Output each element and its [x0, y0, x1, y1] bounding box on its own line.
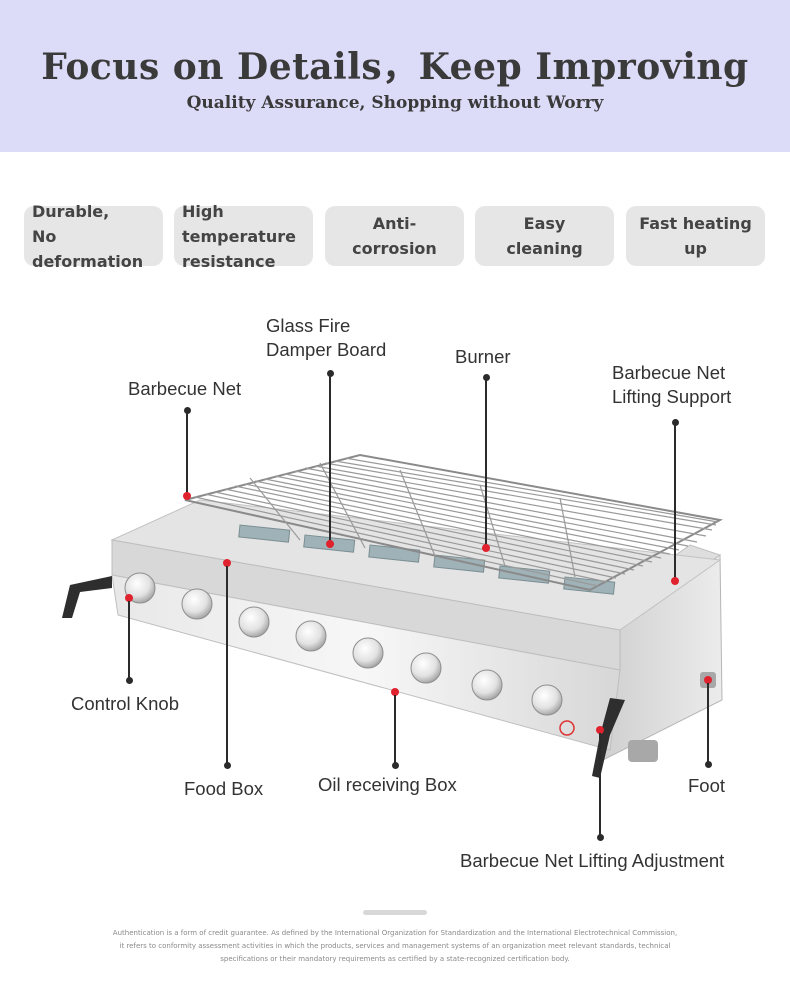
marker-point [482, 544, 490, 552]
marker-point [671, 577, 679, 585]
feature-durable: Durable,No deformation [24, 202, 163, 271]
marker-bottom [392, 762, 399, 769]
page-title: Focus on Details，Keep Improving [41, 46, 749, 88]
leader-line [186, 411, 188, 495]
footer-disclaimer: Authentication is a form of credit guara… [112, 929, 678, 963]
marker-bottom [224, 762, 231, 769]
feature-fast-heating: Fast heating up [626, 206, 765, 266]
leader-line [707, 683, 709, 763]
leader-line [599, 733, 601, 837]
marker-top [327, 370, 334, 377]
marker-top [483, 374, 490, 381]
label-glass-fire-damper: Glass Fire Damper Board [266, 315, 387, 360]
page-subtitle: Quality Assurance, Shopping without Worr… [186, 93, 604, 113]
label-barbecue-net: Barbecue Net [128, 378, 242, 399]
label-foot: Foot [688, 775, 726, 796]
label-lifting-adjustment: Barbecue Net Lifting Adjustment [460, 850, 725, 871]
leader-line [128, 601, 130, 679]
header-banner [0, 0, 790, 152]
leader-line [226, 566, 228, 764]
label-control-knob: Control Knob [71, 693, 179, 714]
feature-anti-corrosion: Anti-corrosion [325, 206, 464, 266]
label-lifting-support: Barbecue Net Lifting Support [612, 362, 732, 407]
marker-point [223, 559, 231, 567]
feature-easy-cleaning: Easy cleaning [475, 206, 614, 266]
label-burner: Burner [455, 346, 511, 367]
divider [363, 910, 427, 915]
leader-line [674, 423, 676, 579]
marker-point [326, 540, 334, 548]
marker-point [391, 688, 399, 696]
leader-line [485, 378, 487, 546]
marker-bottom [126, 677, 133, 684]
leader-line [394, 695, 396, 765]
leader-line [329, 374, 331, 542]
marker-top [184, 407, 191, 414]
marker-point [596, 726, 604, 734]
label-food-box: Food Box [184, 778, 264, 799]
marker-point [125, 594, 133, 602]
marker-bottom [705, 761, 712, 768]
marker-point [704, 676, 712, 684]
marker-point [183, 492, 191, 500]
marker-bottom [597, 834, 604, 841]
marker-top [672, 419, 679, 426]
label-oil-receiving-box: Oil receiving Box [318, 774, 457, 795]
